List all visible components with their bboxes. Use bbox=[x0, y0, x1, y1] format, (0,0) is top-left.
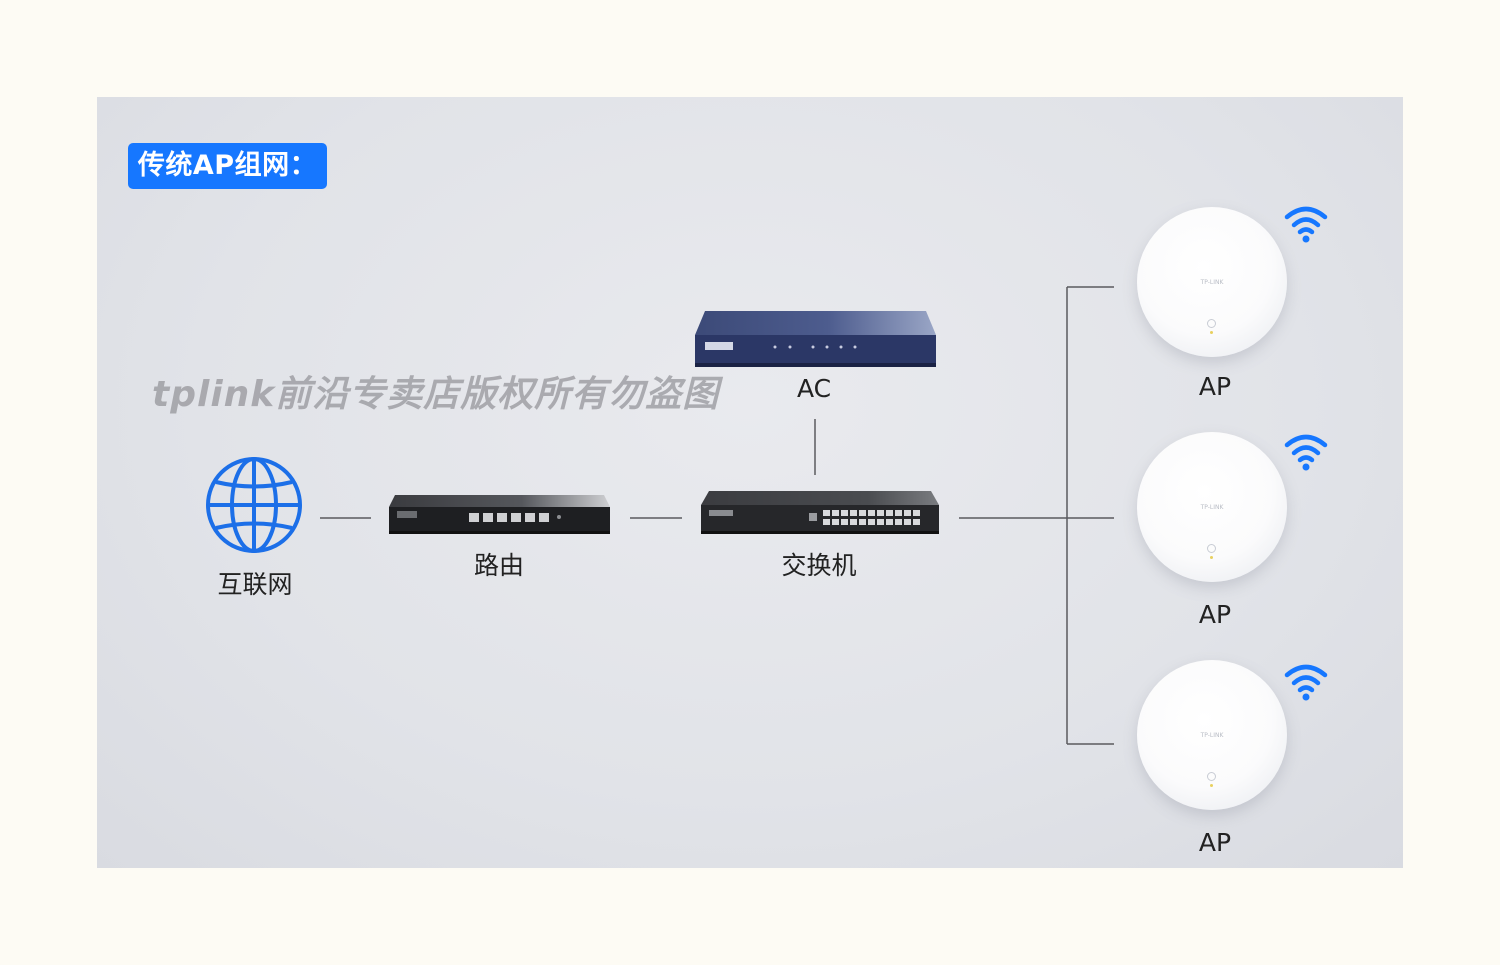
ap-device-3: TP-LINK bbox=[1137, 660, 1287, 810]
ap-brand-3: TP-LINK bbox=[1200, 732, 1224, 739]
ap-label-3: AP bbox=[1198, 828, 1232, 857]
connection-lines bbox=[320, 286, 1114, 745]
switch-label: 交换机 bbox=[781, 551, 857, 580]
wifi-icon bbox=[1284, 206, 1328, 243]
router-label: 路由 bbox=[473, 551, 525, 580]
ap-led-2 bbox=[1207, 544, 1216, 559]
ap-brand-2: TP-LINK bbox=[1200, 504, 1224, 511]
wifi-icon bbox=[1284, 664, 1328, 701]
globe-icon bbox=[206, 457, 302, 553]
ap-label-2: AP bbox=[1198, 600, 1232, 629]
wifi-icon bbox=[1284, 434, 1328, 471]
ap-device-2: TP-LINK bbox=[1137, 432, 1287, 582]
router-device bbox=[389, 495, 610, 534]
ap-brand-1: TP-LINK bbox=[1200, 279, 1224, 286]
internet-label: 互联网 bbox=[217, 570, 293, 599]
watermark-text: tplink前沿专卖店版权所有勿盗图 bbox=[152, 374, 720, 415]
ap-device-1: TP-LINK bbox=[1137, 207, 1287, 357]
ap-led-3 bbox=[1207, 772, 1216, 787]
ac-label: AC bbox=[796, 374, 832, 403]
diagram-panel: 传统AP组网： 互联网 路由 bbox=[97, 97, 1403, 868]
switch-device bbox=[701, 491, 939, 534]
ac-device bbox=[695, 311, 936, 367]
diagram-title: 传统AP组网： bbox=[128, 143, 327, 189]
ap-label-1: AP bbox=[1198, 372, 1232, 401]
ap-led-1 bbox=[1207, 319, 1216, 334]
